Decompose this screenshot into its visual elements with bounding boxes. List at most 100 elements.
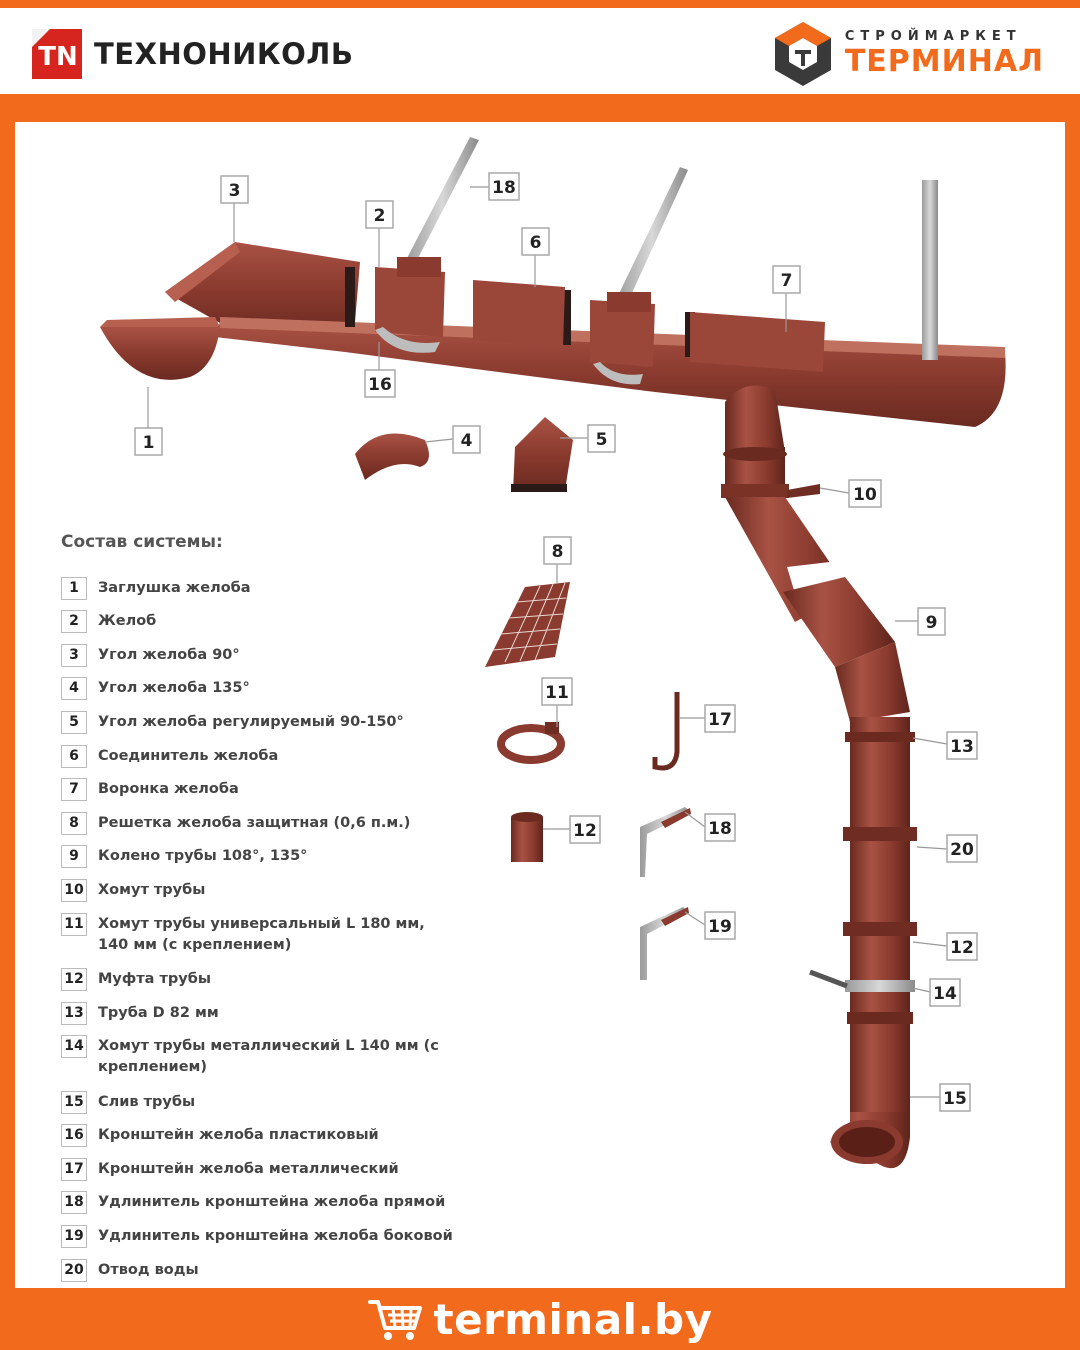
svg-text:12: 12: [573, 821, 597, 841]
svg-text:9: 9: [926, 613, 938, 633]
leader-lines: [147, 186, 948, 1098]
legend-item: 15 Слив трубы: [61, 1091, 458, 1114]
label-14: 14: [929, 978, 961, 1007]
svg-text:2: 2: [374, 206, 386, 226]
label-13: 13: [946, 731, 978, 760]
label-5: 5: [587, 424, 616, 453]
legend-number: 1: [61, 577, 87, 600]
label-10: 10: [848, 479, 882, 508]
svg-text:TN: TN: [38, 42, 78, 72]
legend-number: 4: [61, 677, 87, 700]
right-brand-name: ТЕРМИНАЛ: [844, 44, 1044, 79]
legend-item: 8 Решетка желоба защитная (0,6 п.м.): [61, 812, 458, 835]
label-12-left: 12: [569, 815, 601, 844]
legend-text: Удлинитель кронштейна желоба прямой: [98, 1194, 446, 1210]
legend-text: Труба D 82 мм: [98, 1005, 219, 1021]
legend-text: Угол желоба 90°: [98, 647, 240, 663]
header-bar: TN ТЕХНОНИКОЛЬ СТРОЙМАРКЕТ ТЕРМИНАЛ: [0, 8, 1080, 94]
label-12-right: 12: [946, 932, 978, 961]
legend-item: 10 Хомут трубы: [61, 879, 458, 902]
legend-title: Состав системы:: [61, 532, 223, 552]
svg-text:15: 15: [943, 1089, 967, 1109]
svg-text:11: 11: [545, 683, 569, 703]
legend-number: 7: [61, 778, 87, 801]
label-11: 11: [541, 677, 573, 706]
label-4: 4: [452, 425, 481, 454]
legend-item: 13 Труба D 82 мм: [61, 1002, 458, 1025]
label-17: 17: [704, 704, 736, 733]
legend-text: Заглушка желоба: [98, 580, 251, 596]
svg-text:12: 12: [950, 938, 974, 958]
label-2: 2: [365, 200, 394, 229]
legend-text: Хомут трубы: [98, 882, 206, 898]
legend-number: 13: [61, 1002, 87, 1025]
legend-number: 9: [61, 845, 87, 868]
legend-text: Желоб: [98, 613, 157, 629]
label-19: 19: [704, 911, 736, 940]
svg-text:14: 14: [933, 984, 957, 1004]
legend-number: 10: [61, 879, 87, 902]
legend-item: 1 Заглушка желоба: [61, 577, 458, 600]
gutter-system-diagram: 3 18 2 6 7 16 1 4 5 10 8 9 11 17 13 12 1…: [100, 137, 1006, 1169]
label-15: 15: [939, 1083, 971, 1112]
svg-text:20: 20: [950, 840, 974, 860]
label-1: 1: [134, 427, 163, 456]
legend-item: 11 Хомут трубы универсальный L 180 мм, 14…: [61, 913, 458, 956]
legend-number: 11: [61, 913, 87, 936]
legend-item: 7 Воронка желоба: [61, 778, 458, 801]
legend-text: Слив трубы: [98, 1094, 196, 1110]
legend-text: Решетка желоба защитная (0,6 п.м.): [98, 815, 411, 831]
legend-number: 15: [61, 1091, 87, 1114]
svg-text:17: 17: [708, 710, 732, 730]
legend-text: Хомут трубы универсальный L 180 мм, 140 …: [98, 916, 425, 953]
footer-website-link[interactable]: terminal.by: [433, 1294, 713, 1344]
svg-text:1: 1: [143, 433, 155, 453]
diagram-number-labels: 3 18 2 6 7 16 1 4 5 10 8 9 11 17 13 12 1…: [134, 172, 978, 1112]
footer-bar[interactable]: terminal.by: [0, 1288, 1080, 1350]
legend-text: Хомут трубы металлический L 140 мм (с кр…: [98, 1038, 439, 1075]
svg-text:5: 5: [596, 430, 608, 450]
legend-number: 2: [61, 610, 87, 633]
svg-text:6: 6: [530, 233, 542, 253]
legend-item: 18 Удлинитель кронштейна желоба прямой: [61, 1191, 458, 1214]
gutter-run: [100, 242, 1006, 427]
legend-item: 2 Желоб: [61, 610, 458, 633]
svg-text:3: 3: [229, 181, 241, 201]
legend-number: 8: [61, 812, 87, 835]
loose-parts: [355, 417, 691, 980]
svg-text:8: 8: [552, 542, 564, 562]
legend-text: Колено трубы 108°, 135°: [98, 848, 308, 864]
legend-item: 14 Хомут трубы металлический L 140 мм (с …: [61, 1035, 458, 1078]
legend-item: 9 Колено трубы 108°, 135°: [61, 845, 458, 868]
legend-text: Угол желоба регулируемый 90-150°: [98, 714, 404, 730]
legend-item: 17 Кронштейн желоба металлический: [61, 1158, 458, 1181]
technonicol-logo[interactable]: TN ТЕХНОНИКОЛЬ: [28, 26, 353, 82]
cart-icon: [367, 1300, 422, 1340]
legend-text: Отвод воды: [98, 1262, 199, 1278]
label-9: 9: [917, 607, 946, 636]
label-7: 7: [772, 265, 801, 294]
legend-number: 17: [61, 1158, 87, 1181]
legend-text: Кронштейн желоба пластиковый: [98, 1127, 379, 1143]
bracket-extender-top: [397, 137, 938, 360]
legend-text: Воронка желоба: [98, 781, 239, 797]
legend-number: 14: [61, 1035, 87, 1058]
legend-number: 16: [61, 1124, 87, 1147]
label-20: 20: [946, 834, 978, 863]
legend-text: Кронштейн желоба металлический: [98, 1161, 399, 1177]
legend-text: Угол желоба 135°: [98, 680, 250, 696]
label-16: 16: [364, 369, 396, 398]
system-diagram-panel: 3 18 2 6 7 16 1 4 5 10 8 9 11 17 13 12 1…: [15, 122, 1065, 1288]
right-brand-tagline: СТРОЙМАРКЕТ: [844, 29, 1022, 44]
label-18-top: 18: [488, 172, 520, 201]
legend-item: 16 Кронштейн желоба пластиковый: [61, 1124, 458, 1147]
terminal-logo[interactable]: СТРОЙМАРКЕТ ТЕРМИНАЛ: [767, 18, 1044, 90]
svg-text:18: 18: [492, 178, 516, 198]
legend-number: 18: [61, 1191, 87, 1214]
svg-text:7: 7: [781, 271, 793, 291]
legend-item: 4 Угол желоба 135°: [61, 677, 458, 700]
